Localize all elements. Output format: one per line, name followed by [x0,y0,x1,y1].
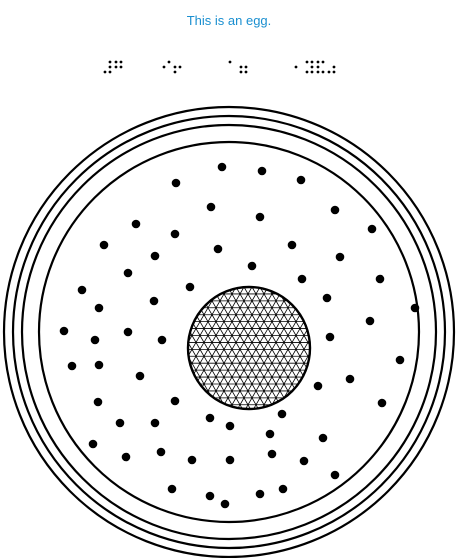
braille-dot [109,71,112,74]
cell-dot [95,361,104,370]
cell-dot [172,179,181,188]
braille-dot [333,71,336,74]
cell-dot [68,362,77,371]
cell-dot [331,471,340,480]
cell-dot [157,448,166,457]
braille-dot [322,71,325,74]
cell-dot [91,336,100,345]
braille-dot [311,61,314,64]
braille-dot [317,66,320,69]
braille-dot [115,66,118,69]
cell-dot [323,294,332,303]
cell-dot [368,225,377,234]
cell-dot [95,304,104,313]
braille-dot [120,61,123,64]
braille-word [295,61,336,74]
braille-dot [317,71,320,74]
cell-dot [60,327,69,336]
braille-dot [179,66,182,69]
cell-dot [376,275,385,284]
braille-dot [306,71,309,74]
cell-dot [411,304,420,313]
cell-dot [207,203,216,212]
cell-dot [346,375,355,384]
braille-dot [245,66,248,69]
cell-dot [124,328,133,337]
cell-dot [168,485,177,494]
cell-dot [151,419,160,428]
cell-dot [150,297,159,306]
cell-dot [319,434,328,443]
cell-dot [226,456,235,465]
braille-dot [174,71,177,74]
cell-dot [298,275,307,284]
cell-dot [218,163,227,172]
braille-dot [120,66,123,69]
cell-dot [124,269,133,278]
cell-dot [331,206,340,215]
cell-dot [256,490,265,499]
braille-word [229,61,248,74]
cell-dot [268,450,277,459]
cell-dot [171,397,180,406]
braille-dot [104,71,107,74]
cell-dot [300,457,309,466]
braille-dot [240,71,243,74]
braille-dot [174,66,177,69]
braille-dot [317,61,320,64]
egg-diagram [0,100,458,558]
cell-dot [396,356,405,365]
cell-dot [336,253,345,262]
braille-word [163,61,182,74]
cell-dot [206,492,215,501]
braille-dot [295,66,298,69]
cell-dot [378,399,387,408]
cell-dot [100,241,109,250]
cell-dot [278,410,287,419]
cell-dot [326,333,335,342]
caption-text: This is an egg. [0,13,458,28]
braille-dot [168,61,171,64]
cell-dot [122,453,131,462]
cell-dot [136,372,145,381]
braille-dot [311,66,314,69]
braille-word [104,61,123,74]
cell-dot [258,167,267,176]
braille-dot [306,61,309,64]
braille-dot [109,66,112,69]
braille-dot [163,66,166,69]
cell-dot [89,440,98,449]
cell-dot [256,213,265,222]
cell-dot [158,336,167,345]
cell-dot [214,245,223,254]
braille-dot [322,61,325,64]
cell-dot [94,398,103,407]
cell-dot [314,382,323,391]
braille-dot [109,61,112,64]
cell-dot [151,252,160,261]
cell-dot [206,414,215,423]
braille-dot [328,71,331,74]
cell-dot [186,283,195,292]
cell-dot [279,485,288,494]
braille-dot [115,61,118,64]
cell-dot [288,241,297,250]
braille-dot [240,66,243,69]
cell-dot [366,317,375,326]
cell-dot [297,176,306,185]
cell-dot [116,419,125,428]
braille-dot [229,61,232,64]
cell-dot [171,230,180,239]
cell-dot [188,456,197,465]
cell-dot [248,262,257,271]
cell-dot [78,286,87,295]
braille-dot [311,71,314,74]
cell-dot [132,220,141,229]
braille-dot [245,71,248,74]
cell-dot [226,422,235,431]
braille-dot [333,66,336,69]
braille-text [0,58,458,88]
cell-dot [266,430,275,439]
cell-dot [221,500,230,509]
